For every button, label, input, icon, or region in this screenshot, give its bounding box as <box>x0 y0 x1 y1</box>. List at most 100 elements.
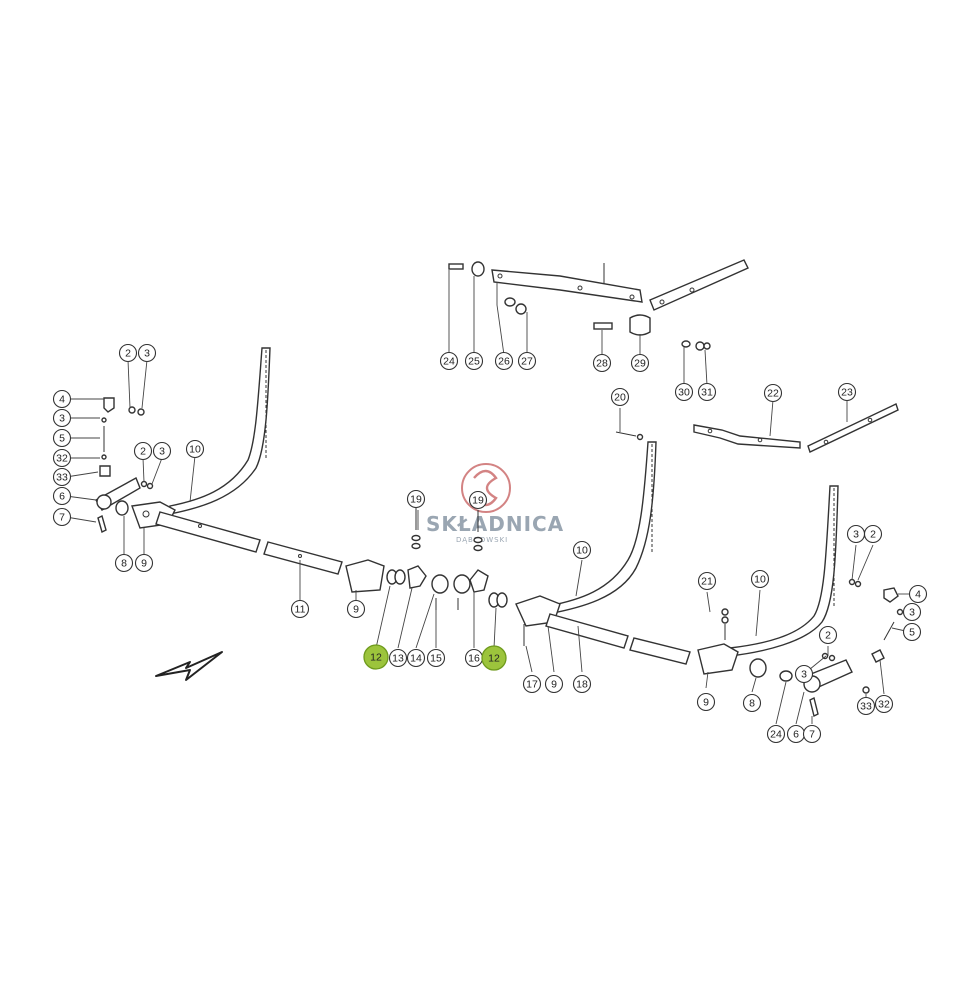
callout-label: 3 <box>59 413 65 425</box>
callout-label: 14 <box>410 653 422 665</box>
callout-circle <box>152 441 172 461</box>
callout-label: 32 <box>56 453 68 465</box>
callout: 4 <box>908 584 928 604</box>
callout-label: 31 <box>701 387 713 399</box>
callout-label: 4 <box>59 394 65 406</box>
callout-circle <box>52 448 72 468</box>
callout: 2 <box>133 441 153 461</box>
callout-circle <box>874 694 894 714</box>
callout-circle <box>863 524 883 544</box>
callout: 8 <box>114 553 134 573</box>
callout: 24 <box>439 351 459 371</box>
callout: 10 <box>750 569 770 589</box>
callout-label: 8 <box>749 698 755 710</box>
callout-label: 10 <box>576 545 588 557</box>
callout: 17 <box>522 674 542 694</box>
callout: 28 <box>592 353 612 373</box>
callout: 32 <box>52 448 72 468</box>
callout-label: 5 <box>909 627 915 639</box>
callout-label: 30 <box>678 387 690 399</box>
callout-circle <box>697 382 717 402</box>
callout-circle <box>406 489 426 509</box>
callout-circle <box>468 490 488 510</box>
callout-circle <box>697 571 717 591</box>
callout: 9 <box>696 692 716 712</box>
callout-circle <box>406 648 426 668</box>
callout-label: 2 <box>870 529 876 541</box>
callout-circle <box>134 553 154 573</box>
callout-circle <box>346 599 366 619</box>
callout: 3 <box>52 408 72 428</box>
left-assembly <box>65 347 385 602</box>
callout: 18 <box>572 674 592 694</box>
callout-label: 27 <box>521 356 533 368</box>
callout: 29 <box>630 353 650 373</box>
callout: 9 <box>346 599 366 619</box>
callout-label: 22 <box>767 388 779 400</box>
callout-circle <box>185 439 205 459</box>
callout-circle <box>818 625 838 645</box>
callout-circle <box>118 343 138 363</box>
callout-circle <box>52 408 72 428</box>
callout: 25 <box>464 351 484 371</box>
callout: 32 <box>874 694 894 714</box>
callout-circle <box>426 648 446 668</box>
callout: 19 <box>406 489 426 509</box>
middle-linkage <box>375 508 508 649</box>
callout: 3 <box>902 602 922 622</box>
callout: 3 <box>846 524 866 544</box>
callout-label: 3 <box>159 446 165 458</box>
callout: 5 <box>52 428 72 448</box>
callout-label: 9 <box>551 679 557 691</box>
top-crossbar-assembly <box>448 259 749 386</box>
callout-label: 4 <box>915 589 921 601</box>
callout-circle <box>630 353 650 373</box>
callout: 15 <box>426 648 446 668</box>
callout-label: 16 <box>468 653 480 665</box>
callout-circle <box>802 724 822 744</box>
callout-circle <box>114 553 134 573</box>
callout-circle <box>52 507 72 527</box>
callout-label: 7 <box>809 729 815 741</box>
bars-22-23 <box>693 399 899 453</box>
callout-label: 17 <box>526 679 538 691</box>
callout-label: 7 <box>59 512 65 524</box>
callout-circle <box>610 387 630 407</box>
callout-circle <box>52 467 72 487</box>
callout-label: 3 <box>801 669 807 681</box>
callout: 24 <box>766 724 786 744</box>
callout: 10 <box>572 540 592 560</box>
callout-circle <box>696 692 716 712</box>
callout: 9 <box>134 553 154 573</box>
callout-circle <box>439 351 459 371</box>
callout-label: 9 <box>141 558 147 570</box>
callout-circle <box>522 674 542 694</box>
callout: 21 <box>697 571 717 591</box>
callout: 3 <box>794 664 814 684</box>
callout-label: 12 <box>488 653 500 665</box>
callout-label: 2 <box>125 348 131 360</box>
callout-label: 12 <box>370 652 382 664</box>
callout-highlighted: 12 <box>363 644 389 670</box>
callout-label: 3 <box>853 529 859 541</box>
callout-circle <box>592 353 612 373</box>
callout-label: 18 <box>576 679 588 691</box>
callout: 6 <box>52 486 72 506</box>
callout-label: 2 <box>825 630 831 642</box>
callout-label: 21 <box>701 576 713 588</box>
callout: 22 <box>763 383 783 403</box>
callout-circle <box>52 486 72 506</box>
callout: 2 <box>118 343 138 363</box>
callout-label: 19 <box>472 495 484 507</box>
callout-circle <box>902 622 922 642</box>
callout-circle <box>388 648 408 668</box>
callout: 33 <box>52 467 72 487</box>
callout: 16 <box>464 648 484 668</box>
callout-circle <box>464 351 484 371</box>
callout: 20 <box>610 387 630 407</box>
callout: 9 <box>544 674 564 694</box>
callout-circle <box>572 674 592 694</box>
callout: 13 <box>388 648 408 668</box>
callout-circle <box>137 343 157 363</box>
